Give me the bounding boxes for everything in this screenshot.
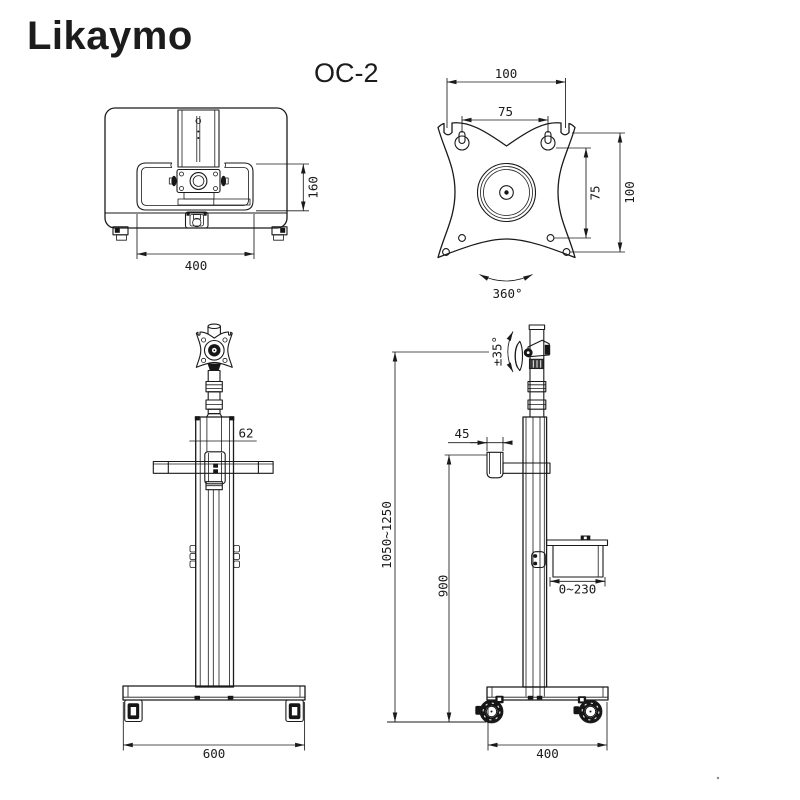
dim-tray-0-230: 0~230 [549,577,606,597]
base-front [122,685,306,723]
dim-label-400-side: 400 [536,746,559,761]
slider-block [204,451,226,485]
tilt-head-side [514,339,551,372]
column-front [189,416,240,688]
model-number: OC-2 [314,58,379,88]
dim-label-600: 600 [203,746,226,761]
center-hub [476,162,537,223]
caster-side-right [573,696,603,724]
vesa-plate-view: 100 75 75 100 360° [437,66,637,301]
dim-label-1050-1250: 1050~1250 [379,501,394,569]
dim-label-62: 62 [238,426,253,441]
column-clip-right [233,545,240,568]
vesa-head-front [196,323,233,371]
dim-label-75-right: 75 [588,185,603,200]
column-housing-top [177,109,220,168]
tilt-arrow [506,331,514,373]
dim-column-900: 900 [436,455,452,722]
keyhole-right [540,130,556,151]
dim-label-900: 900 [436,575,451,598]
head-neck [207,363,221,371]
rotation-arrow [479,274,533,282]
dim-width-400: 400 [136,214,255,273]
print-artifact-dot [716,776,720,780]
dim-label-360: 360° [492,286,522,301]
dim-depth-160: 160 [256,163,321,212]
dim-hook-45: 45 [448,426,513,451]
dim-label-400-top: 400 [185,258,208,273]
dim-label-100-right: 100 [622,181,637,204]
foot-right [271,226,288,241]
wing-knob-right [220,175,227,187]
base-top-view: 160 400 [104,107,321,273]
side-view: ±35° 45 [387,324,609,761]
dim-base-600: 600 [122,702,306,761]
crossbar-front [152,451,274,491]
front-view: 62 1050~1250 [122,323,489,761]
mount-holes [442,234,571,256]
dim-vesa-100-top: 100 [446,66,566,128]
keyhole-left [454,130,470,151]
tray-bracket-side [531,535,609,578]
dim-label-45: 45 [454,426,469,441]
caster-side-left [475,695,504,724]
hook-cup-side [486,451,551,479]
dim-label-tilt: ±35° [490,336,505,366]
pole-front [205,369,223,418]
dim-height-range: 1050~1250 [379,351,489,722]
dim-pole-62: 62 [189,426,257,442]
dim-vesa-75-right: 75 [554,147,603,239]
vesa-head-top [168,168,251,206]
brand-logo: Likaymo [27,14,193,58]
base-side [475,686,609,724]
pole-side [527,324,547,418]
dim-label-100-top: 100 [495,66,518,81]
dim-base-400: 400 [487,702,608,761]
ribbed-knob [528,358,544,370]
clamp-lock-top [184,211,209,229]
caster-front-right [285,699,304,723]
handle-top [136,162,254,211]
foot-left [112,226,129,241]
dim-label-0-230: 0~230 [559,582,597,597]
dim-label-160: 160 [306,176,321,199]
caster-front-left [124,699,143,723]
dim-vesa-100-right: 100 [570,132,637,253]
dim-label-75-top: 75 [498,104,513,119]
dim-tilt: ±35° [490,331,514,373]
dim-vesa-75-top: 75 [461,104,549,133]
column-clip-left [189,545,197,568]
rotation-indicator: 360° [479,274,533,301]
